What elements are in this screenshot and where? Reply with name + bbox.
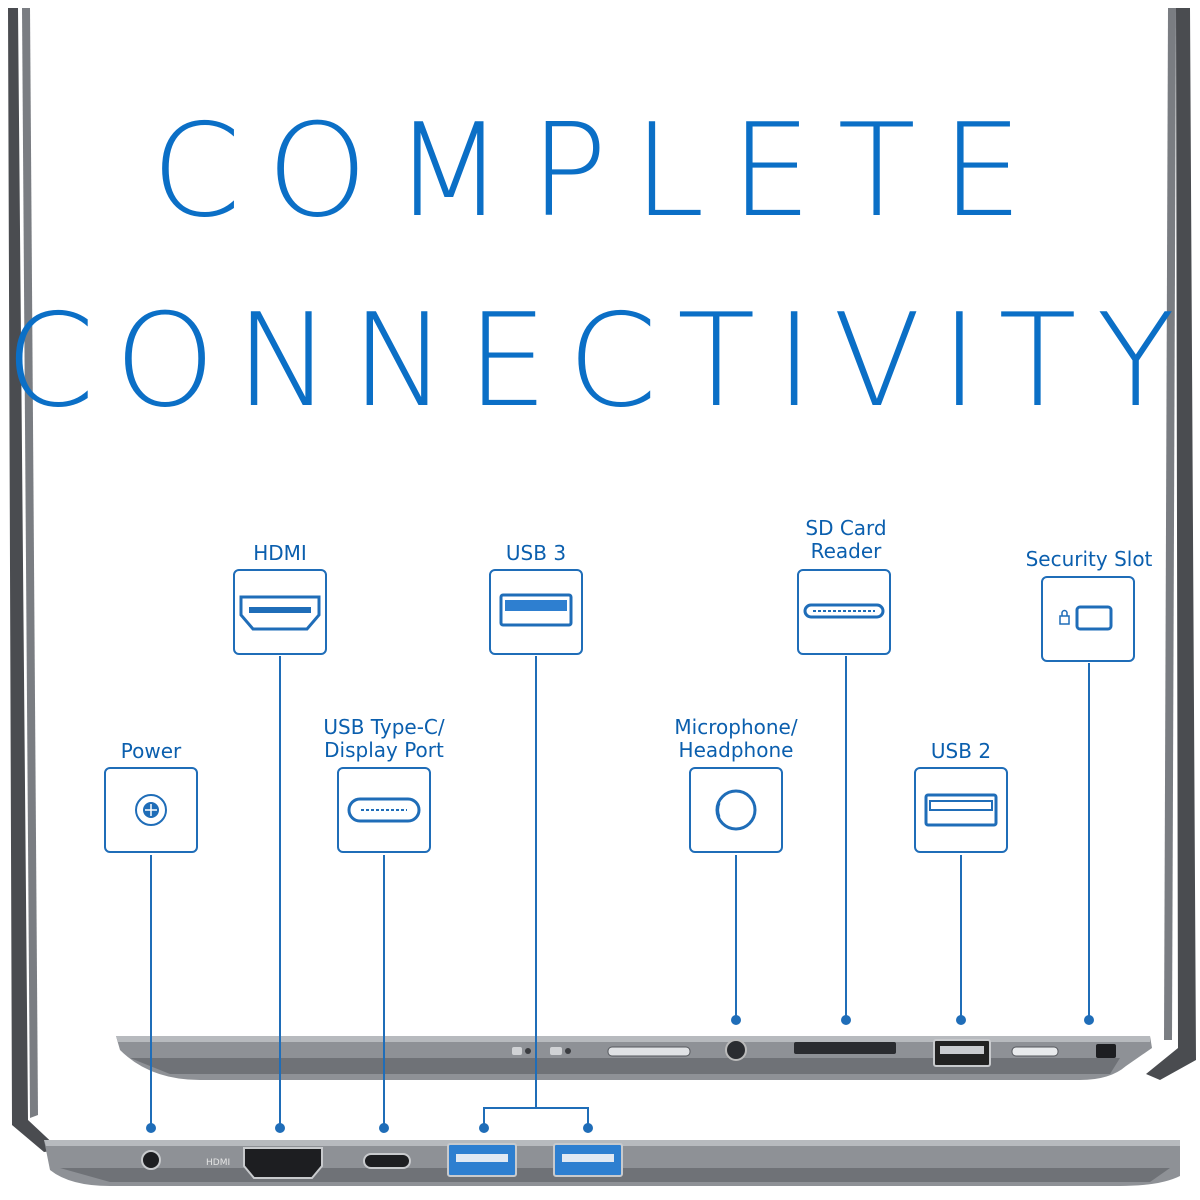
usb3-port-icon <box>499 593 573 627</box>
side-power-jack <box>141 1150 161 1170</box>
sd-label-line1: SD Card <box>805 516 887 540</box>
hdmi-port-box <box>233 569 327 655</box>
sd-port-box <box>797 569 891 655</box>
sd-label: SD Card Reader <box>786 517 906 563</box>
hdmi-label: HDMI <box>253 541 307 565</box>
audio-port-box <box>689 767 783 853</box>
power-jack-icon <box>135 794 167 826</box>
power-label: Power <box>120 739 182 763</box>
power-port-box <box>104 767 198 853</box>
security-port-box <box>1041 576 1135 662</box>
usb2-port-icon <box>924 793 998 827</box>
headline-line-1: COMPLETE <box>151 97 1049 246</box>
laptop-lid-left-edge <box>8 8 60 1152</box>
audio-label-line1: Microphone/ <box>674 715 798 739</box>
volume-rocker <box>607 1046 691 1057</box>
side-sd-slot <box>794 1042 896 1054</box>
audio-label-line2: Headphone <box>678 738 794 762</box>
side-usbc-port <box>363 1153 411 1169</box>
side-hdmi-marking: HDMI <box>206 1158 230 1168</box>
laptop-lid-right-edge <box>1146 8 1196 1080</box>
power-button <box>1011 1046 1059 1057</box>
side-lock-slot <box>1096 1044 1116 1058</box>
usb3-label: USB 3 <box>505 541 567 565</box>
sd-label-line2: Reader <box>810 539 882 563</box>
lock-slot-icon <box>1059 605 1113 631</box>
headline-line-2: CONNECTIVITY <box>5 287 1195 436</box>
security-label: Security Slot <box>1025 547 1153 571</box>
indicator-lights <box>512 1047 571 1055</box>
audio-label: Microphone/ Headphone <box>646 716 826 762</box>
connector-dots <box>146 1015 1094 1133</box>
connector-lines <box>150 656 1090 1126</box>
usbc-label: USB Type-C/ Display Port <box>309 716 459 762</box>
usb2-label: USB 2 <box>930 739 992 763</box>
side-audio-jack <box>725 1039 747 1061</box>
sd-slot-icon <box>803 603 885 619</box>
side-hdmi-port <box>243 1147 323 1179</box>
usbc-port-box <box>337 767 431 853</box>
audio-jack-icon <box>715 789 757 831</box>
usbc-label-line2: Display Port <box>324 738 444 762</box>
hdmi-port-icon <box>239 595 321 631</box>
usb3-port-box <box>489 569 583 655</box>
usb2-port-box <box>914 767 1008 853</box>
usb-c-port-icon <box>347 797 421 823</box>
usbc-label-line1: USB Type-C/ <box>323 715 445 739</box>
